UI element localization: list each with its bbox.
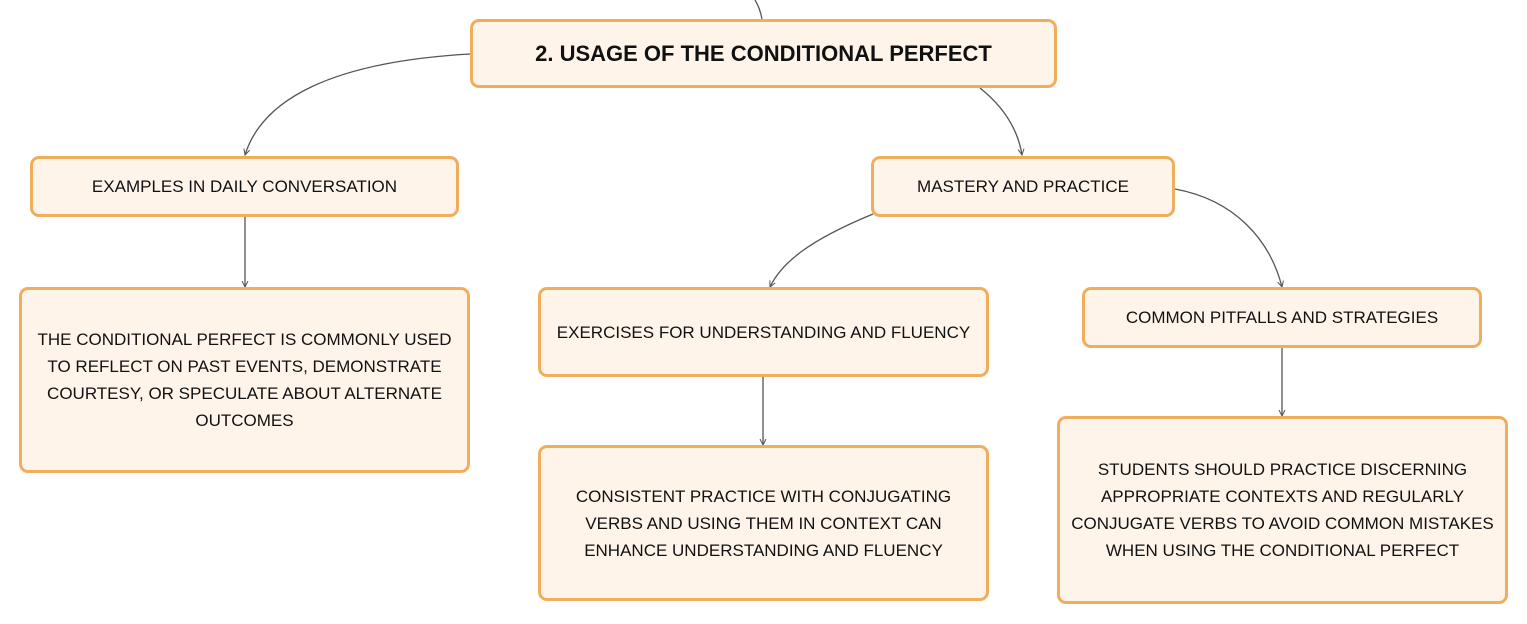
connector-root-to-mastery [979,87,1022,155]
pitfalls-detail-node[interactable]: STUDENTS SHOULD PRACTICE DISCERNING APPR… [1057,416,1508,604]
examples-node[interactable]: EXAMPLES IN DAILY CONVERSATION [30,156,459,217]
examples-detail-node[interactable]: THE CONDITIONAL PERFECT IS COMMONLY USED… [19,287,470,473]
connector-incoming-root [754,0,763,20]
connector-mastery-to-pitfalls [1174,188,1282,287]
exercises-detail-label: CONSISTENT PRACTICE WITH CONJUGATING VER… [575,486,952,560]
pitfalls-node[interactable]: COMMON PITFALLS AND STRATEGIES [1082,287,1482,348]
root-node[interactable]: 2. USAGE OF THE CONDITIONAL PERFECT [470,19,1057,88]
connector-root-to-examples [245,53,471,155]
exercises-node-label: EXERCISES FOR UNDERSTANDING AND FLUENCY [556,322,971,342]
examples-detail-label: THE CONDITIONAL PERFECT IS COMMONLY USED… [37,330,452,430]
mastery-node[interactable]: MASTERY AND PRACTICE [871,156,1175,217]
mastery-node-label: MASTERY AND PRACTICE [917,177,1129,196]
pitfalls-node-label: COMMON PITFALLS AND STRATEGIES [1125,308,1439,327]
exercises-node[interactable]: EXERCISES FOR UNDERSTANDING AND FLUENCY [538,287,989,377]
examples-node-label: EXAMPLES IN DAILY CONVERSATION [91,177,398,196]
connector-mastery-to-exercises [770,213,874,287]
pitfalls-detail-label: STUDENTS SHOULD PRACTICE DISCERNING APPR… [1071,460,1494,560]
exercises-detail-node[interactable]: CONSISTENT PRACTICE WITH CONJUGATING VER… [538,445,989,601]
root-node-label: 2. USAGE OF THE CONDITIONAL PERFECT [535,41,992,66]
